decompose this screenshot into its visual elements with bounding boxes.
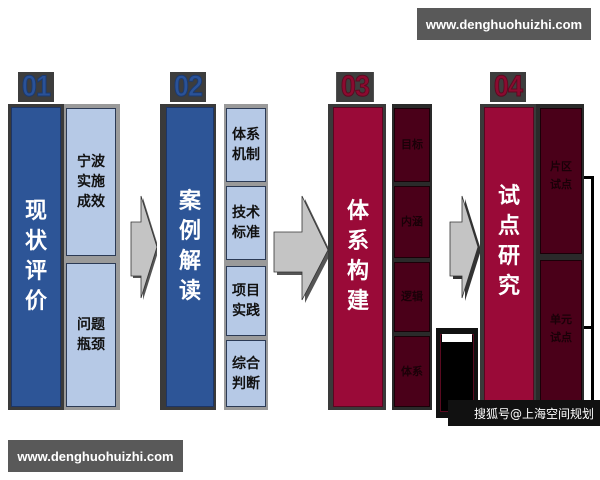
- stage-04-title-char: 点: [497, 214, 520, 239]
- stage-04-item: 单元 试点: [540, 260, 582, 407]
- arrow-right-icon: [127, 192, 157, 302]
- stage-02-item: 综合 判断: [226, 340, 266, 407]
- stage-03-title-char: 建: [346, 289, 369, 314]
- stage-02-title: 案 例 解 读: [166, 107, 214, 407]
- stage-02-item: 技术 标准: [226, 186, 266, 260]
- stage-02-item: 体系 机制: [226, 108, 266, 182]
- stage-01-item: 宁波 实施 成效: [66, 108, 116, 256]
- stage-04-item: 片区 试点: [540, 108, 582, 254]
- stage-02-title-char: 读: [178, 279, 201, 304]
- watermark-bottom: www.denghuohuizhi.com: [8, 440, 183, 472]
- stage-02-title-char: 解: [178, 249, 201, 274]
- credit-label: 搜狐号@上海空间规划: [448, 400, 600, 426]
- stage-03-title-char: 构: [346, 259, 369, 284]
- stage-04-title: 试 点 研 究: [484, 107, 534, 407]
- connector-inner: [440, 334, 474, 412]
- arrow-right-icon: [272, 192, 330, 304]
- stage-04-title-char: 究: [497, 274, 520, 299]
- bracket-mid: [584, 326, 594, 329]
- stage-02-number: 02: [170, 71, 206, 102]
- stage-03-item: 体系: [394, 336, 430, 407]
- stage-03-title-char: 系: [346, 229, 369, 254]
- watermark-top: www.denghuohuizhi.com: [417, 8, 591, 40]
- stage-01-title: 现 状 评 价: [11, 107, 61, 407]
- bracket-vertical: [591, 176, 594, 420]
- stage-01-number: 01: [18, 71, 54, 102]
- stage-01-title-char: 状: [24, 229, 47, 254]
- stage-03-title: 体 系 构 建: [333, 107, 383, 407]
- stage-02-title-char: 案: [178, 189, 201, 214]
- bracket-top: [584, 176, 594, 179]
- stage-03-item: 内涵: [394, 186, 430, 258]
- stage-02-item: 项目 实践: [226, 266, 266, 336]
- stage-03-number: 03: [336, 71, 374, 102]
- stage-03-title-char: 体: [346, 199, 369, 224]
- stage-04-number: 04: [490, 71, 526, 102]
- stage-03-item: 目标: [394, 108, 430, 182]
- stage-03-item: 逻辑: [394, 262, 430, 332]
- arrow-right-icon: [446, 192, 480, 302]
- stage-01-title-char: 现: [24, 199, 47, 224]
- stage-01-title-char: 评: [24, 259, 47, 284]
- stage-01-item: 问题 瓶颈: [66, 263, 116, 407]
- stage-02-title-char: 例: [178, 219, 201, 244]
- stage-04-title-char: 研: [497, 244, 520, 269]
- stage-01-title-char: 价: [24, 289, 47, 314]
- stage-04-title-char: 试: [497, 184, 520, 209]
- connector-highlight: [442, 334, 472, 342]
